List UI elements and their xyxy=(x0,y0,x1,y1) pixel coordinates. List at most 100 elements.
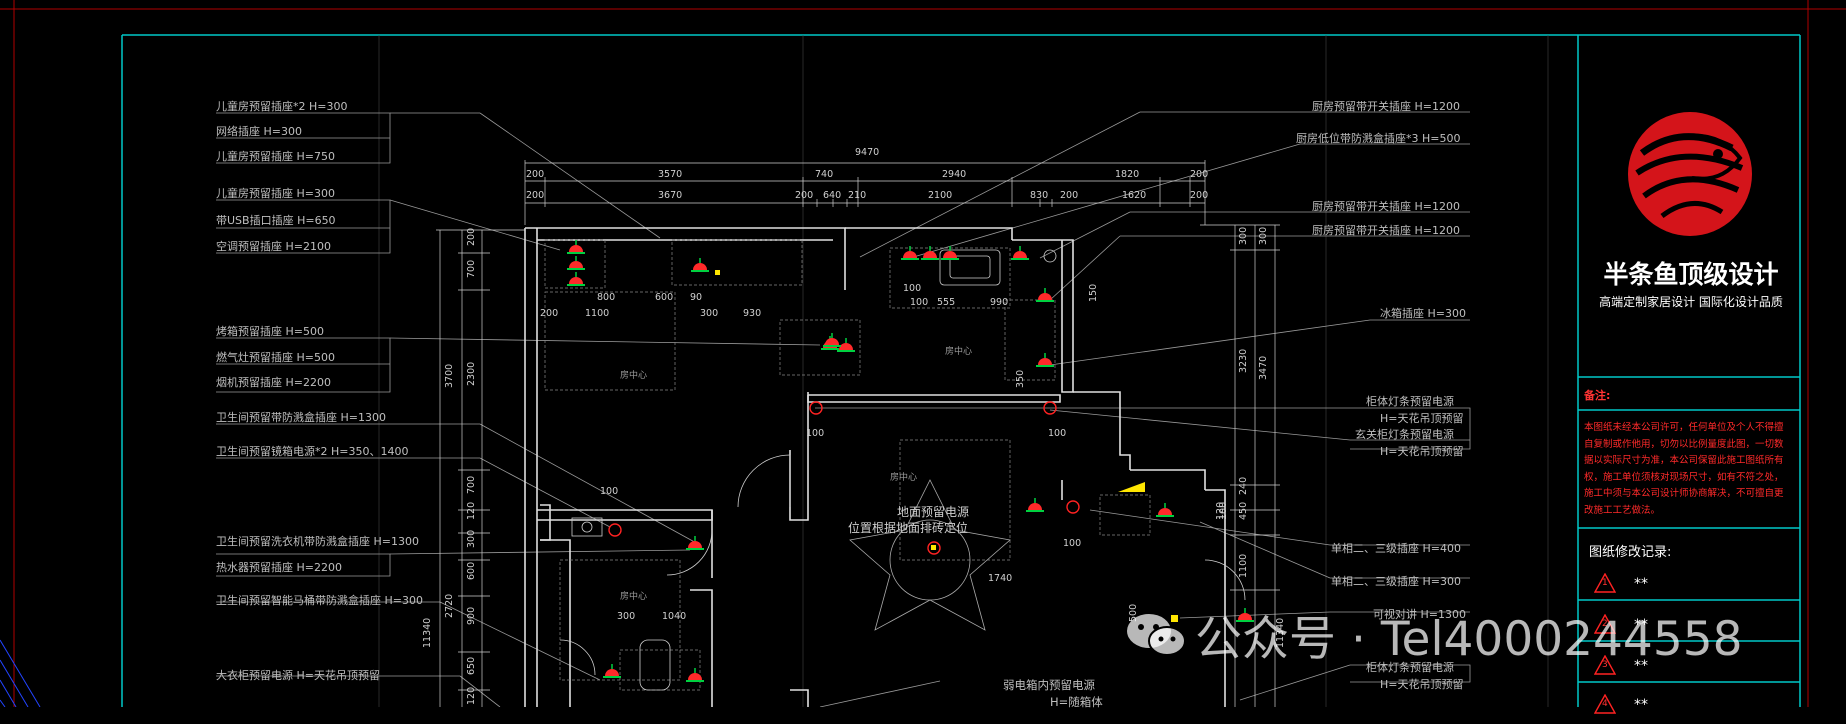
revision-number: 1 xyxy=(1602,578,1608,588)
floor-power-note: 地面预留电源 xyxy=(897,505,970,519)
dim-left-inner: 200 xyxy=(466,227,477,246)
door-swings xyxy=(559,454,1246,676)
dim-top-2: 830 xyxy=(1030,190,1049,201)
dim-left-inner: 650 xyxy=(466,656,477,675)
dim-inner: 90 xyxy=(690,292,703,303)
left-label: 卫生间预留带防溅盒插座 H=1300 xyxy=(216,411,386,424)
dim-top: 2940 xyxy=(942,169,967,180)
dim-top-2: 200 xyxy=(1060,190,1079,201)
dim-top: 740 xyxy=(815,169,834,180)
junction-icon xyxy=(809,401,823,415)
right-label: 冰箱插座 H=300 xyxy=(1380,307,1466,320)
dim-left-inner: 120 xyxy=(466,501,477,520)
right-label: 玄关柜灯条预留电源 xyxy=(1355,428,1454,441)
dim-inner: 1040 xyxy=(662,611,687,622)
left-label: 卫生间预留洗衣机带防溅盒插座 H=1300 xyxy=(216,535,419,548)
room-center-label: 房中心 xyxy=(620,592,648,602)
socket-icon xyxy=(1036,288,1054,302)
dim-inner: 555 xyxy=(937,297,956,308)
right-label: 厨房预留带开关插座 H=1200 xyxy=(1312,100,1460,113)
junction-icon xyxy=(1043,401,1057,415)
socket-icon xyxy=(1036,353,1054,367)
right-label: H=天花吊顶预留 xyxy=(1380,678,1464,691)
dim-inner: 100 xyxy=(1063,538,1082,549)
left-label: 烟机预留插座 H=2200 xyxy=(216,376,331,389)
right-label: 单相二、三级插座 H=300 xyxy=(1331,575,1461,588)
dining-table xyxy=(849,479,1011,631)
right-label: H=天花吊顶预留 xyxy=(1380,445,1464,458)
dim-inner: 100 xyxy=(910,297,929,308)
weak-box-note: 弱电箱内预留电源 xyxy=(1003,678,1095,692)
dim-top-2: 640 xyxy=(823,190,842,201)
left-label: 儿童房预留插座 H=750 xyxy=(216,150,335,163)
dim-inner: 100 xyxy=(600,486,619,497)
dim-top-2: 3670 xyxy=(658,190,683,201)
dim-inner: 300 xyxy=(700,308,719,319)
left-label: 大衣柜预留电源 H=天花吊顶预留 xyxy=(216,669,380,682)
dim-left-mid: 2720 xyxy=(444,593,455,618)
left-label: 烤箱预留插座 H=500 xyxy=(216,325,324,338)
revision-mark: ** xyxy=(1634,617,1648,633)
left-label: 空调预留插座 H=2100 xyxy=(216,240,331,253)
dim-top-2: 210 xyxy=(848,190,867,201)
socket-icon xyxy=(603,664,621,678)
left-label: 带USB插口插座 H=650 xyxy=(216,214,336,227)
room-center-label: 房中心 xyxy=(620,371,648,381)
revision-title: 图纸修改记录: xyxy=(1589,545,1672,560)
dim-right-mid: 3470 xyxy=(1258,355,1269,380)
room-center-label: 房中心 xyxy=(890,473,918,483)
revision-number: 2 xyxy=(1602,619,1608,629)
dim-left-inner: 700 xyxy=(466,475,477,494)
dim-left-mid: 3700 xyxy=(444,363,455,388)
walls xyxy=(524,227,1226,707)
left-label: 儿童房预留插座 H=300 xyxy=(216,187,335,200)
warning-triangle-icon xyxy=(1594,614,1616,634)
floor-plan-canvas xyxy=(0,0,1846,707)
floor-power-note-2: 位置根据地面排砖定位 xyxy=(848,521,969,535)
socket-icon xyxy=(941,246,959,260)
junction-icon xyxy=(608,523,622,537)
dim-inner: 1740 xyxy=(988,573,1013,584)
right-label: 可视对讲 H=1300 xyxy=(1373,608,1466,621)
socket-icon xyxy=(567,272,585,286)
dim-left-inner: 900 xyxy=(466,606,477,625)
right-label: 厨房预留带开关插座 H=1200 xyxy=(1312,200,1460,213)
dim-right-inner: 150 xyxy=(1088,283,1099,302)
socket-icon xyxy=(921,246,939,260)
socket-icon xyxy=(1236,608,1254,622)
watermark-text: 公众号 · Tel4000244558 xyxy=(1195,611,1743,667)
dim-right-inner: 1100 xyxy=(1238,553,1249,578)
left-label: 网络插座 H=300 xyxy=(216,125,302,138)
dim-overall: 9470 xyxy=(855,147,880,158)
revision-mark: ** xyxy=(1634,658,1648,674)
dim-left-inner: 2300 xyxy=(466,361,477,386)
dim-left-inner: 120 xyxy=(466,686,477,705)
warning-triangle-icon xyxy=(1594,573,1616,593)
dim-left-outer: 11340 xyxy=(422,617,433,648)
junction-icon xyxy=(927,541,941,555)
furniture-outlines xyxy=(544,239,1151,691)
revision-number: 3 xyxy=(1602,660,1608,670)
right-label: H=天花吊顶预留 xyxy=(1380,412,1464,425)
socket-icon xyxy=(901,246,919,260)
revision-mark: ** xyxy=(1634,576,1648,592)
dim-right-inner: 120 xyxy=(1215,501,1226,520)
dim-inner: 300 xyxy=(617,611,636,622)
revision-row: 1 ** xyxy=(1594,573,1784,603)
revision-mark: ** xyxy=(1634,697,1648,713)
watermark: 公众号 · Tel4000244558 xyxy=(1125,606,1743,667)
dim-inner: 600 xyxy=(655,292,674,303)
weak-box-note-2: H=随箱体 xyxy=(1050,695,1103,709)
dim-top-2: 200 xyxy=(795,190,814,201)
dim-inner: 100 xyxy=(806,428,825,439)
junction-icon xyxy=(1066,500,1080,514)
wechat-icon xyxy=(1127,614,1186,656)
dim-top: 200 xyxy=(526,169,545,180)
right-leader-lines xyxy=(815,111,1471,707)
left-label: 儿童房预留插座*2 H=300 xyxy=(216,100,348,113)
socket-layer xyxy=(567,240,1254,682)
left-dimension-lines xyxy=(436,229,525,707)
brand-tagline: 高端定制家居设计 国际化设计品质 xyxy=(1599,295,1783,309)
right-dimension-lines xyxy=(1200,224,1280,707)
dim-top-2: 2100 xyxy=(928,190,953,201)
